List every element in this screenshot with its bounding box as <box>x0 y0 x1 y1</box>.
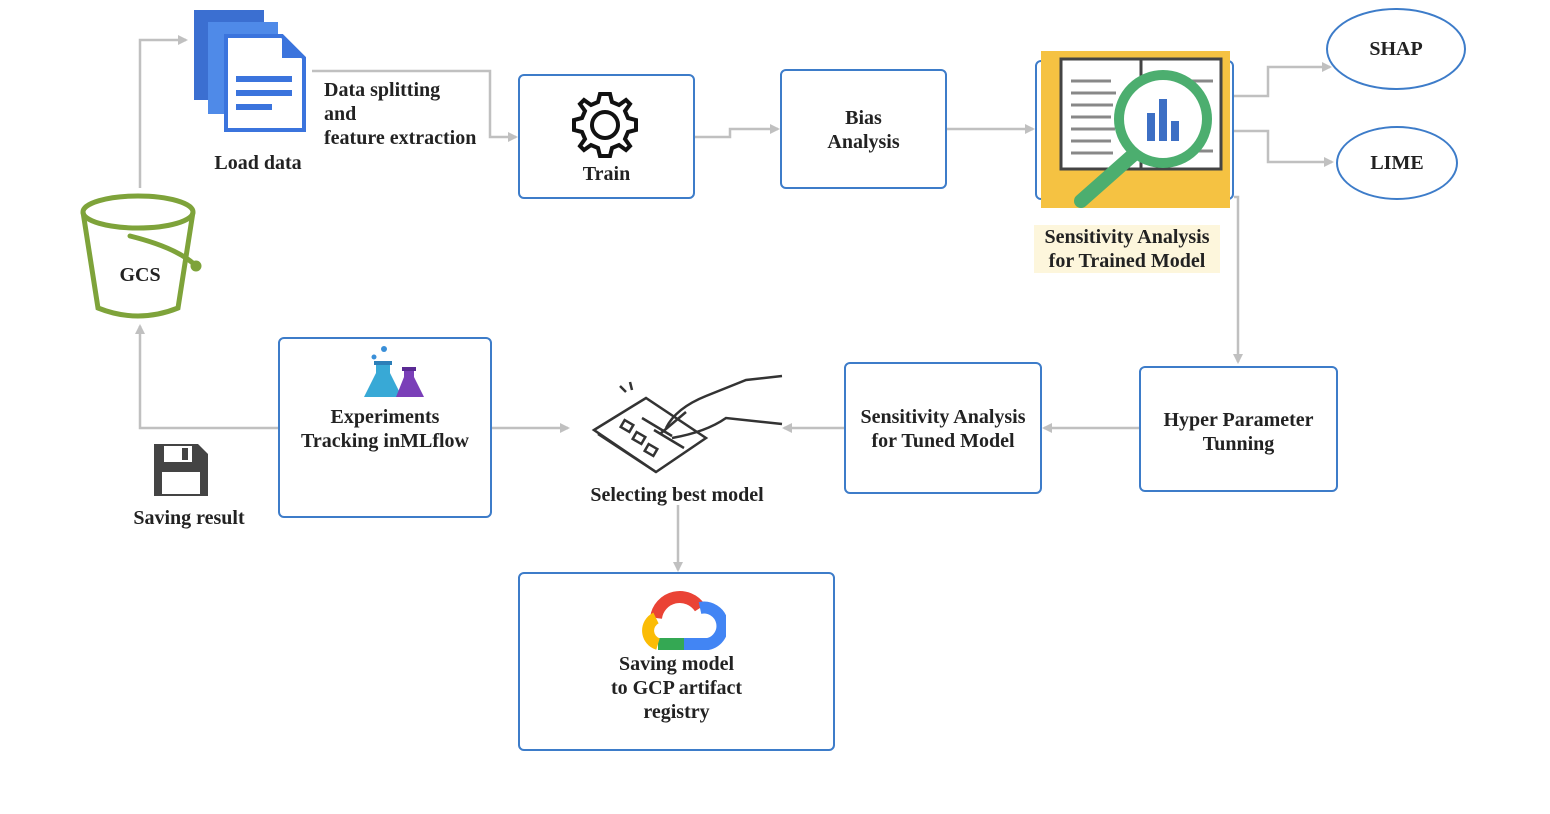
floppy-disk-icon <box>154 444 208 496</box>
gear-icon <box>572 92 638 158</box>
hyper-label: Hyper Parameter Tunning <box>1163 409 1314 455</box>
hand-checklist-icon <box>591 374 783 474</box>
saving-result-label: Saving result <box>133 507 245 529</box>
arrow-sens-to-hyper <box>1233 195 1243 364</box>
sens-trained-label: Sensitivity Analysis for Trained Model <box>1034 225 1220 273</box>
bias-box[interactable]: Bias Analysis <box>780 69 947 189</box>
flask-icon <box>364 346 424 397</box>
load-data-node <box>192 8 312 133</box>
experiments-label: Experiments Tracking inMLflow <box>301 406 469 452</box>
lime-node[interactable]: LIME <box>1336 126 1458 200</box>
experiments-box[interactable]: Experiments Tracking inMLflow <box>278 337 492 518</box>
load-data-label: Load data <box>214 152 302 174</box>
sens-tuned-label: Sensitivity Analysis for Tuned Model <box>860 406 1026 452</box>
arrow-sens-to-shap <box>1234 62 1332 98</box>
arrow-exp-to-gcs <box>135 324 278 430</box>
data-splitting-label: Data splitting and feature extraction <box>324 79 477 149</box>
arrow-sens-to-lime <box>1234 129 1334 167</box>
gcs-node: GCS <box>78 190 208 320</box>
bucket-icon <box>80 193 202 319</box>
train-label: Train <box>582 163 631 185</box>
magnifier-report-icon <box>1041 51 1230 208</box>
shap-node[interactable]: SHAP <box>1326 8 1466 90</box>
arrow-gcs-to-load <box>138 35 188 188</box>
sens-tuned-box[interactable]: Sensitivity Analysis for Tuned Model <box>844 362 1042 494</box>
selecting-node <box>586 368 784 478</box>
gcs-label: GCS <box>119 264 161 286</box>
shap-label: SHAP <box>1369 38 1423 60</box>
saving-model-box[interactable]: Saving model to GCP artifact registry <box>518 572 835 751</box>
lime-label: LIME <box>1370 152 1424 174</box>
train-box[interactable]: Train <box>518 74 695 199</box>
arrow-load-to-train <box>312 69 518 142</box>
selecting-label: Selecting best model <box>590 484 764 506</box>
saving-result-node <box>150 442 210 498</box>
hyper-box[interactable]: Hyper Parameter Tunning <box>1139 366 1338 492</box>
google-cloud-icon <box>642 590 726 650</box>
saving-model-label: Saving model to GCP artifact registry <box>610 653 743 723</box>
document-stack-icon <box>194 10 306 132</box>
bias-label: Bias Analysis <box>827 107 900 153</box>
arrow-train-to-bias <box>694 124 780 139</box>
